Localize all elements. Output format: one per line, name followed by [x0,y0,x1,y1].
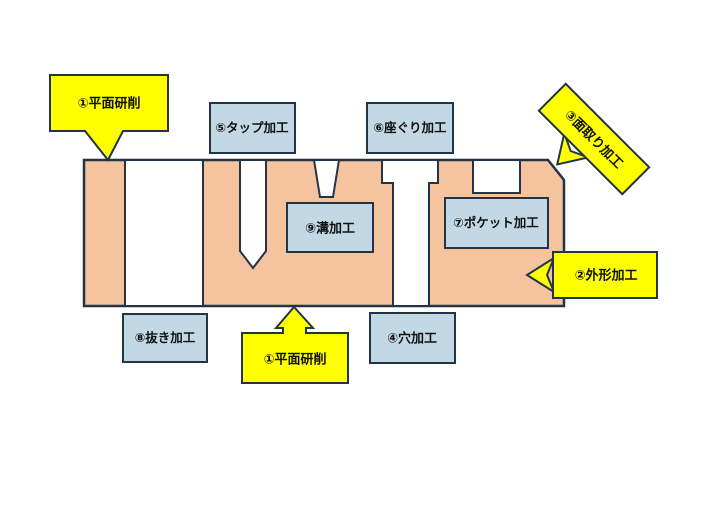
label-punching-box [122,313,208,363]
label-groove-text: ⑨溝加工 [305,221,355,236]
callout-surface-grinding-top: ①平面研削 [49,74,169,162]
label-groove-box [286,202,374,253]
label-punching: ⑧抜き加工 [122,313,208,363]
callout-contour-box [552,251,658,299]
cutout-counterbore-hole [381,159,439,307]
callout-surface-grinding-top-text: ①平面研削 [77,96,140,111]
label-counterbore: ⑥座ぐり加工 [366,102,454,154]
down-arrow-callout [49,74,169,162]
cutout-punch-through [124,159,204,307]
cutout-tap-hole [239,159,267,270]
label-counterbore-box [366,102,454,154]
label-hole: ④穴加工 [369,312,456,364]
label-tap: ⑤タップ加工 [209,102,296,154]
callout-surface-grinding-bottom-text: ①平面研削 [263,352,326,367]
callout-contour-text: ②外形加工 [574,268,637,283]
callout-chamfer: ③面取り加工 [537,82,651,196]
left-arrow-pointer [525,255,557,295]
callout-contour: ②外形加工 [525,251,658,299]
label-counterbore-text: ⑥座ぐり加工 [373,120,447,135]
label-pocket: ⑦ポケット加工 [444,197,549,249]
label-pocket-text: ⑦ポケット加工 [453,215,539,230]
up-arrow-callout [241,305,349,384]
label-hole-box [369,312,456,364]
cutout-groove [312,159,341,198]
callout-surface-grinding-bottom: ①平面研削 [241,305,349,384]
label-tap-text: ⑤タップ加工 [215,120,289,135]
label-groove: ⑨溝加工 [286,202,374,253]
label-hole-text: ④穴加工 [387,331,437,346]
label-punching-text: ⑧抜き加工 [135,330,196,345]
label-tap-box [209,102,296,154]
callout-chamfer-box [537,82,651,196]
label-pocket-box [444,197,549,249]
cutout-pocket [472,159,521,194]
